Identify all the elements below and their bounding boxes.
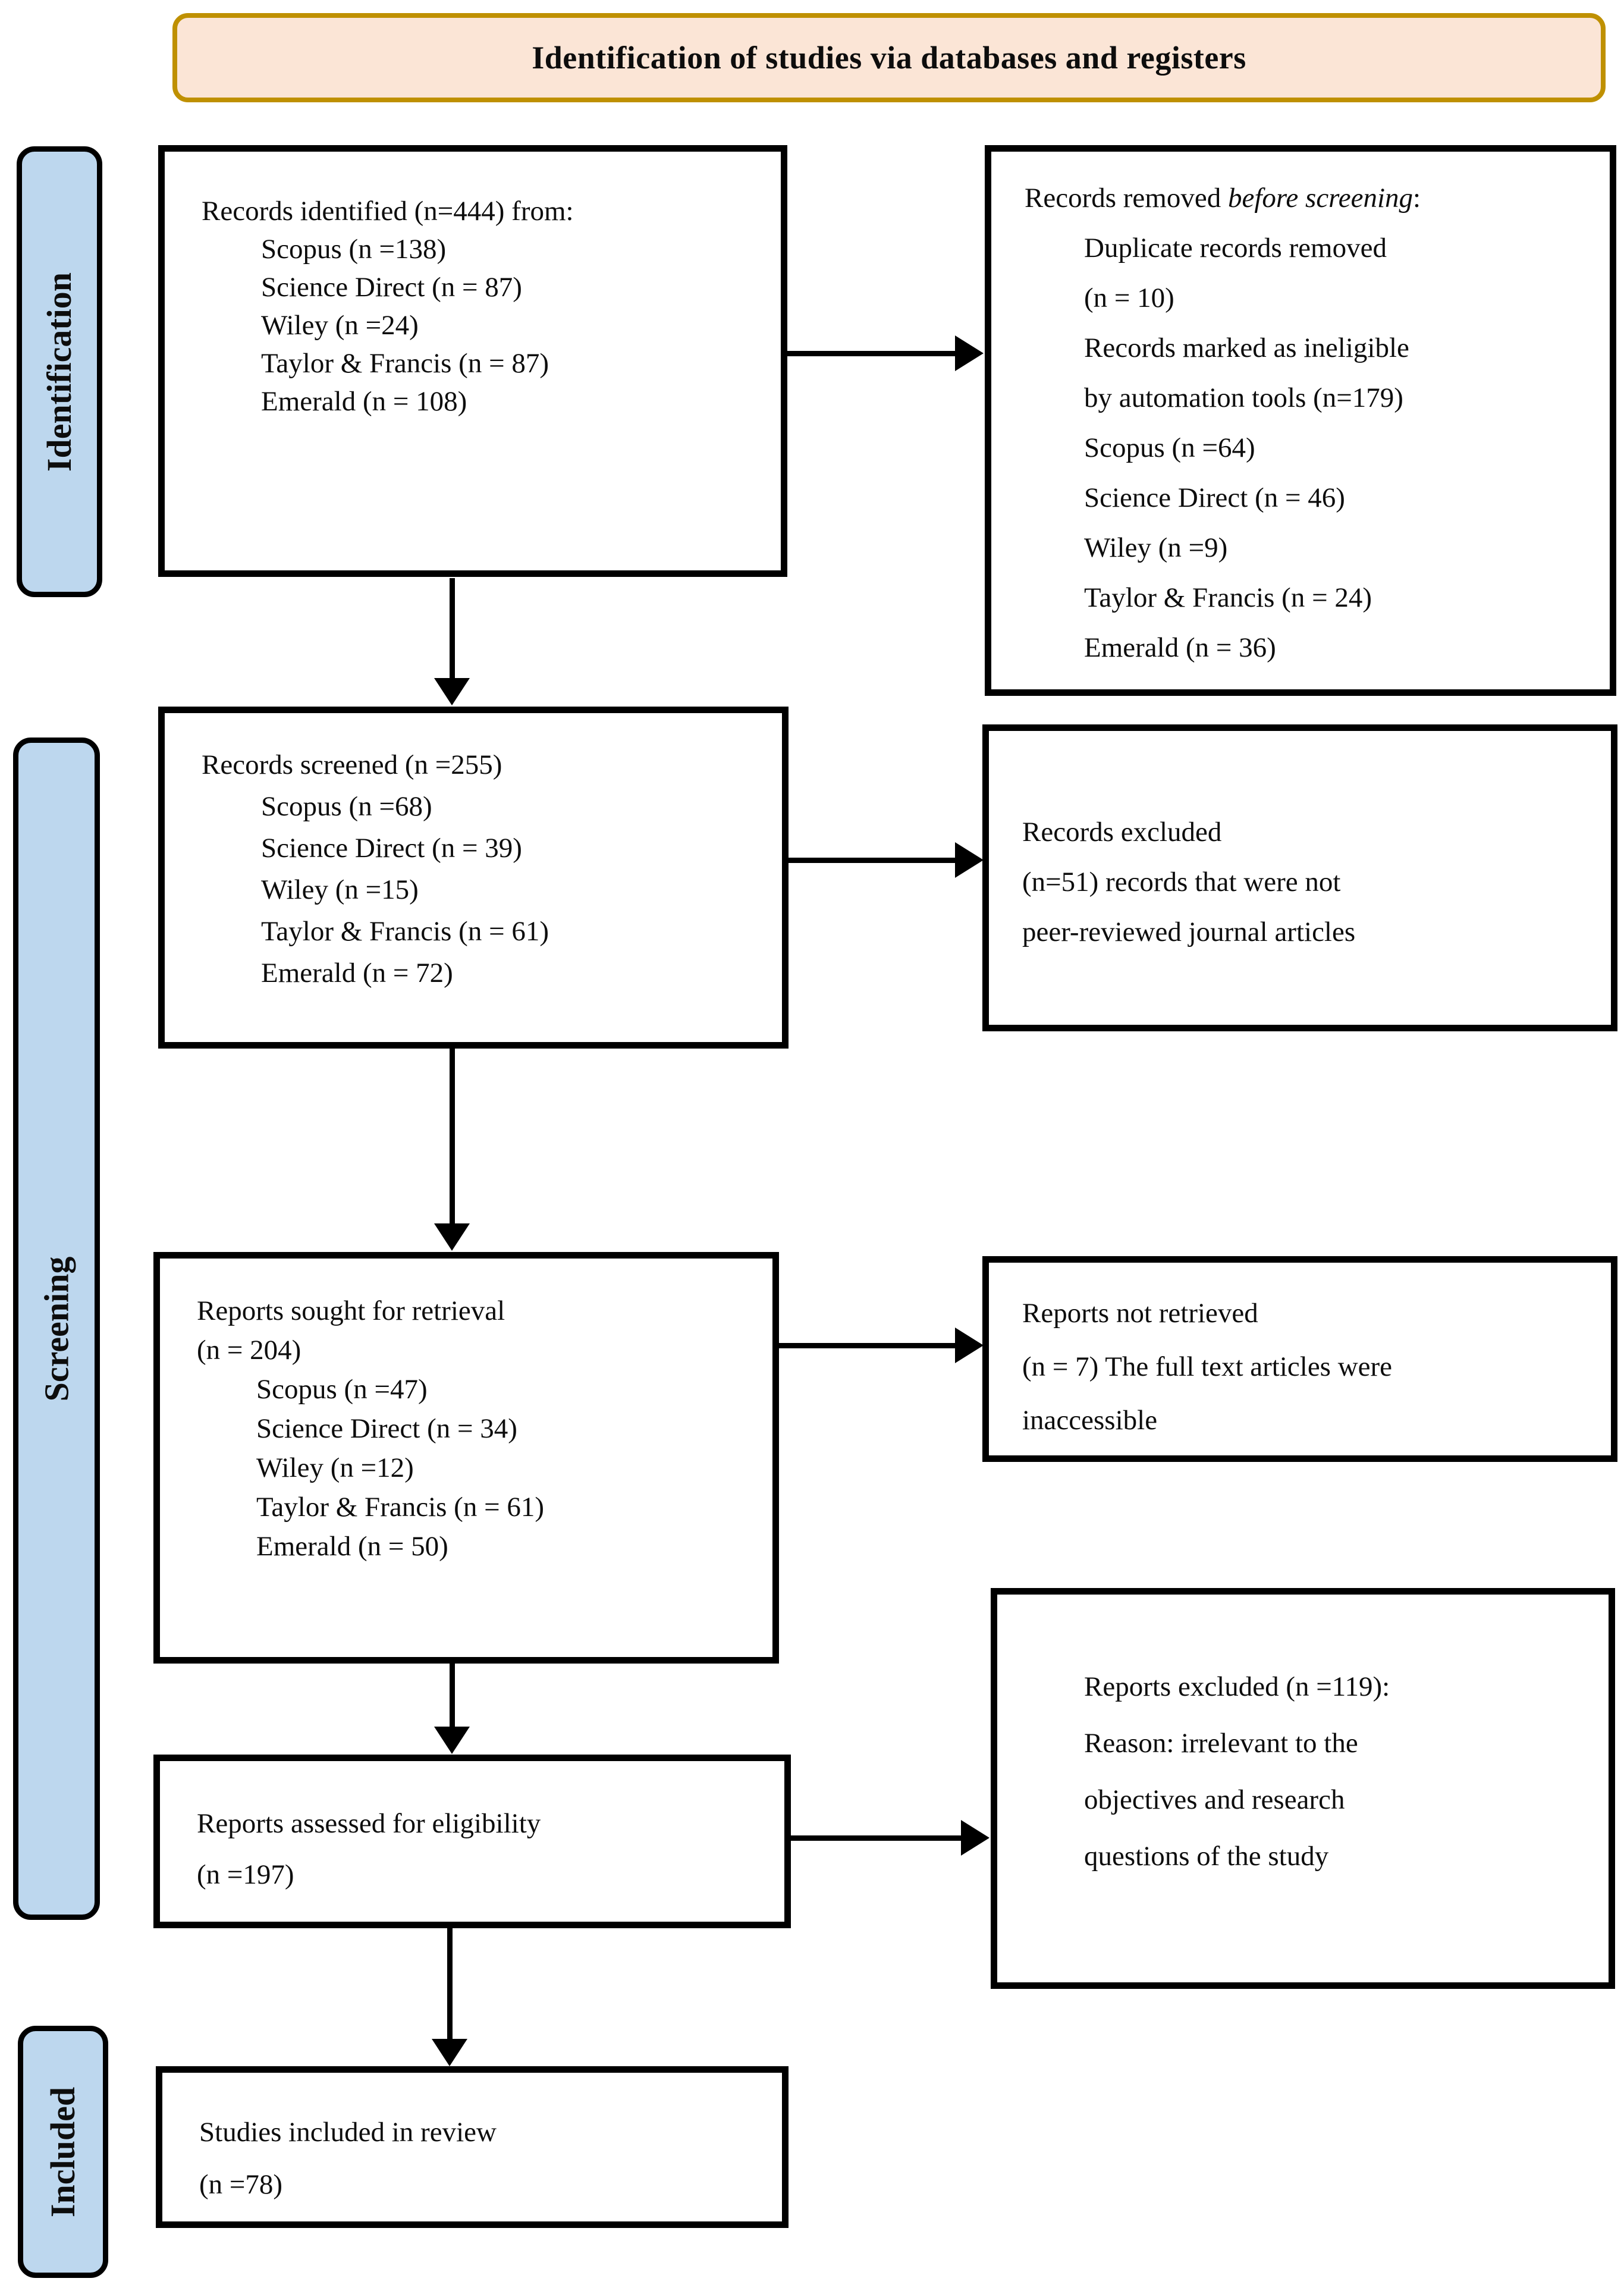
stage-label-screening: Screening bbox=[13, 738, 100, 1920]
box-item: Taylor & Francis (n = 24) bbox=[1084, 582, 1372, 613]
box-item: Science Direct (n = 39) bbox=[261, 833, 522, 864]
box-line: questions of the study bbox=[1084, 1841, 1329, 1872]
box-line: peer-reviewed journal articles bbox=[1022, 917, 1356, 947]
box-title: Reports sought for retrieval bbox=[197, 1295, 505, 1326]
box-item: Emerald (n = 36) bbox=[1084, 632, 1276, 663]
arrow-assessed-to-included-line bbox=[447, 1928, 453, 2040]
box-records-screened: Records screened (n =255) Scopus (n =68)… bbox=[158, 707, 789, 1049]
box-item: Scopus (n =138) bbox=[261, 234, 447, 265]
title-prefix: Records removed bbox=[1025, 183, 1228, 214]
box-item: Scopus (n =64) bbox=[1084, 432, 1255, 463]
box-reports-excluded: Reports excluded (n =119): Reason: irrel… bbox=[991, 1588, 1615, 1989]
box-item: Emerald (n = 108) bbox=[261, 386, 467, 417]
box-item: Science Direct (n = 34) bbox=[256, 1413, 517, 1444]
arrow-screened-to-sought-head bbox=[434, 1223, 470, 1251]
box-records-identified: Records identified (n=444) from: Scopus … bbox=[158, 145, 787, 577]
box-item: Emerald (n = 72) bbox=[261, 958, 453, 988]
box-item: Duplicate records removed bbox=[1084, 233, 1387, 263]
box-line: (n = 7) The full text articles were bbox=[1022, 1351, 1393, 1382]
box-item: Taylor & Francis (n = 61) bbox=[261, 916, 549, 947]
arrow-identified-to-screened-head bbox=[434, 678, 470, 705]
arrow-screened-to-sought-line bbox=[450, 1049, 455, 1225]
box-line: Reports excluded (n =119): bbox=[1084, 1671, 1390, 1702]
diagram-title-banner: Identification of studies via databases … bbox=[172, 13, 1606, 102]
arrow-assessed-to-included-head bbox=[432, 2039, 467, 2066]
box-item: Scopus (n =47) bbox=[256, 1374, 428, 1405]
arrow-sought-to-notretrieved-head bbox=[955, 1328, 984, 1363]
arrow-identified-to-screened-line bbox=[450, 578, 455, 679]
box-item: Scopus (n =68) bbox=[261, 791, 432, 822]
box-line: Reports assessed for eligibility bbox=[197, 1808, 541, 1839]
box-records-excluded: Records excluded (n=51) records that wer… bbox=[982, 724, 1617, 1031]
box-reports-not-retrieved: Reports not retrieved (n = 7) The full t… bbox=[982, 1256, 1617, 1462]
box-line: objectives and research bbox=[1084, 1784, 1345, 1815]
box-item: Wiley (n =15) bbox=[261, 874, 419, 905]
diagram-title: Identification of studies via databases … bbox=[532, 40, 1246, 76]
box-item: Wiley (n =24) bbox=[261, 310, 419, 341]
box-studies-included: Studies included in review (n =78) bbox=[156, 2066, 789, 2228]
box-reports-assessed: Reports assessed for eligibility (n =197… bbox=[153, 1755, 791, 1928]
box-line: Reports not retrieved bbox=[1022, 1298, 1258, 1329]
box-item: Records marked as ineligible bbox=[1084, 332, 1409, 363]
stage-label-included: Included bbox=[18, 2026, 108, 2278]
box-reports-sought: Reports sought for retrieval (n = 204) S… bbox=[153, 1252, 779, 1664]
box-item: Taylor & Francis (n = 61) bbox=[256, 1492, 544, 1523]
arrow-identified-to-removed-head bbox=[955, 335, 984, 371]
box-line: (n=51) records that were not bbox=[1022, 867, 1341, 897]
title-italic: before screening bbox=[1227, 183, 1413, 214]
box-item: Wiley (n =9) bbox=[1084, 532, 1228, 563]
box-item: Science Direct (n = 87) bbox=[261, 272, 522, 303]
box-line: (n =78) bbox=[199, 2169, 283, 2200]
stage-label-included-text: Included bbox=[43, 2086, 83, 2217]
box-line: Studies included in review bbox=[199, 2117, 497, 2148]
box-line: Records excluded bbox=[1022, 817, 1222, 848]
stage-label-screening-text: Screening bbox=[37, 1256, 76, 1401]
box-item: Taylor & Francis (n = 87) bbox=[261, 348, 549, 379]
box-line: Reason: irrelevant to the bbox=[1084, 1728, 1358, 1759]
box-title: Records removed before screening: bbox=[1025, 173, 1600, 223]
box-item: (n = 10) bbox=[1084, 283, 1174, 313]
box-item: Emerald (n = 50) bbox=[256, 1531, 448, 1562]
box-line: inaccessible bbox=[1022, 1405, 1158, 1436]
arrow-screened-to-excluded-line bbox=[789, 858, 956, 863]
box-line: (n = 204) bbox=[197, 1335, 301, 1366]
box-title: Records identified (n=444) from: bbox=[202, 196, 574, 227]
stage-label-identification-text: Identification bbox=[40, 272, 79, 472]
arrow-assessed-to-excluded-line bbox=[791, 1835, 962, 1841]
box-line: (n =197) bbox=[197, 1859, 294, 1890]
title-suffix: : bbox=[1413, 183, 1421, 214]
box-item: Wiley (n =12) bbox=[256, 1452, 414, 1483]
arrow-assessed-to-excluded-head bbox=[961, 1820, 990, 1856]
arrow-sought-to-assessed-line bbox=[450, 1664, 455, 1728]
arrow-screened-to-excluded-head bbox=[955, 842, 984, 878]
arrow-sought-to-assessed-head bbox=[434, 1727, 470, 1754]
box-item: Science Direct (n = 46) bbox=[1084, 482, 1345, 513]
arrow-sought-to-notretrieved-line bbox=[779, 1343, 956, 1348]
arrow-identified-to-removed-line bbox=[787, 351, 956, 356]
box-records-removed: Records removed before screening: Duplic… bbox=[985, 145, 1616, 696]
box-item: by automation tools (n=179) bbox=[1084, 382, 1403, 413]
stage-label-identification: Identification bbox=[17, 146, 102, 597]
box-title: Records screened (n =255) bbox=[202, 749, 502, 780]
